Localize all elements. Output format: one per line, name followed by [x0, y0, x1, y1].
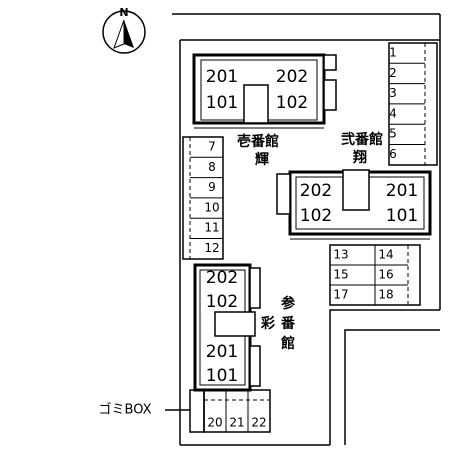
- building-sanban-name-char-0: 参: [281, 295, 296, 312]
- building-niban: [276, 169, 432, 240]
- north-arrow-icon: N: [102, 6, 146, 54]
- room-102-sanban: 102: [206, 292, 238, 312]
- road-edge-bottom-right: [329, 309, 440, 445]
- building-ichiban-subname: 輝: [255, 151, 269, 168]
- parking-slot-22: 22: [251, 416, 266, 430]
- parking-slot-6: 6: [389, 147, 397, 161]
- parking-slot-8: 8: [208, 160, 216, 174]
- building-sanban-subname: 彩: [260, 315, 275, 332]
- room-201-ichiban: 201: [206, 67, 238, 87]
- parking-slot-12: 12: [204, 241, 219, 255]
- parking-slot-18: 18: [378, 288, 393, 302]
- building-sanban: [193, 263, 261, 392]
- building-ichiban: [192, 53, 337, 129]
- parking-slot-7: 7: [208, 140, 216, 154]
- room-201-niban: 201: [386, 181, 418, 201]
- north-label: N: [119, 6, 128, 19]
- building-sanban-name-char-1: 番: [280, 315, 296, 332]
- parking-slot-17: 17: [333, 288, 348, 302]
- room-102-niban: 102: [300, 206, 332, 226]
- parking-bottom-frame: [189, 389, 271, 433]
- room-202-niban: 202: [300, 181, 332, 201]
- building-niban-subname: 翔: [352, 149, 367, 166]
- parking-slot-5: 5: [389, 127, 397, 141]
- building-ichiban-name: 壱番館: [237, 133, 279, 150]
- parking-slot-16: 16: [378, 268, 393, 282]
- parking-slot-1: 1: [389, 46, 397, 60]
- parking-slot-14: 14: [378, 248, 393, 262]
- parking-slot-2: 2: [389, 66, 397, 80]
- parking-slot-13: 13: [333, 248, 348, 262]
- parking-slot-3: 3: [389, 86, 397, 100]
- room-101-ichiban: 101: [206, 93, 238, 113]
- parking-slot-20: 20: [207, 416, 222, 430]
- parking-slot-9: 9: [208, 180, 216, 194]
- room-101-sanban: 101: [206, 366, 238, 386]
- room-202-sanban: 202: [206, 268, 238, 288]
- parking-slot-10: 10: [204, 200, 219, 214]
- garbage-box-label: ゴミBOX: [99, 402, 152, 418]
- room-102-ichiban: 102: [276, 93, 308, 113]
- parking-slot-21: 21: [229, 416, 244, 430]
- parking-slot-4: 4: [389, 106, 397, 120]
- parking-center-frame: [329, 244, 421, 306]
- room-201-sanban: 201: [206, 342, 238, 362]
- room-101-niban: 101: [386, 206, 418, 226]
- building-sanban-name-char-2: 館: [280, 335, 295, 352]
- parking-slot-11: 11: [204, 221, 219, 235]
- building-niban-name: 弐番館: [341, 131, 383, 148]
- parking-slot-15: 15: [333, 268, 348, 282]
- road-edge-inner: [344, 329, 440, 445]
- room-202-ichiban: 202: [276, 67, 308, 87]
